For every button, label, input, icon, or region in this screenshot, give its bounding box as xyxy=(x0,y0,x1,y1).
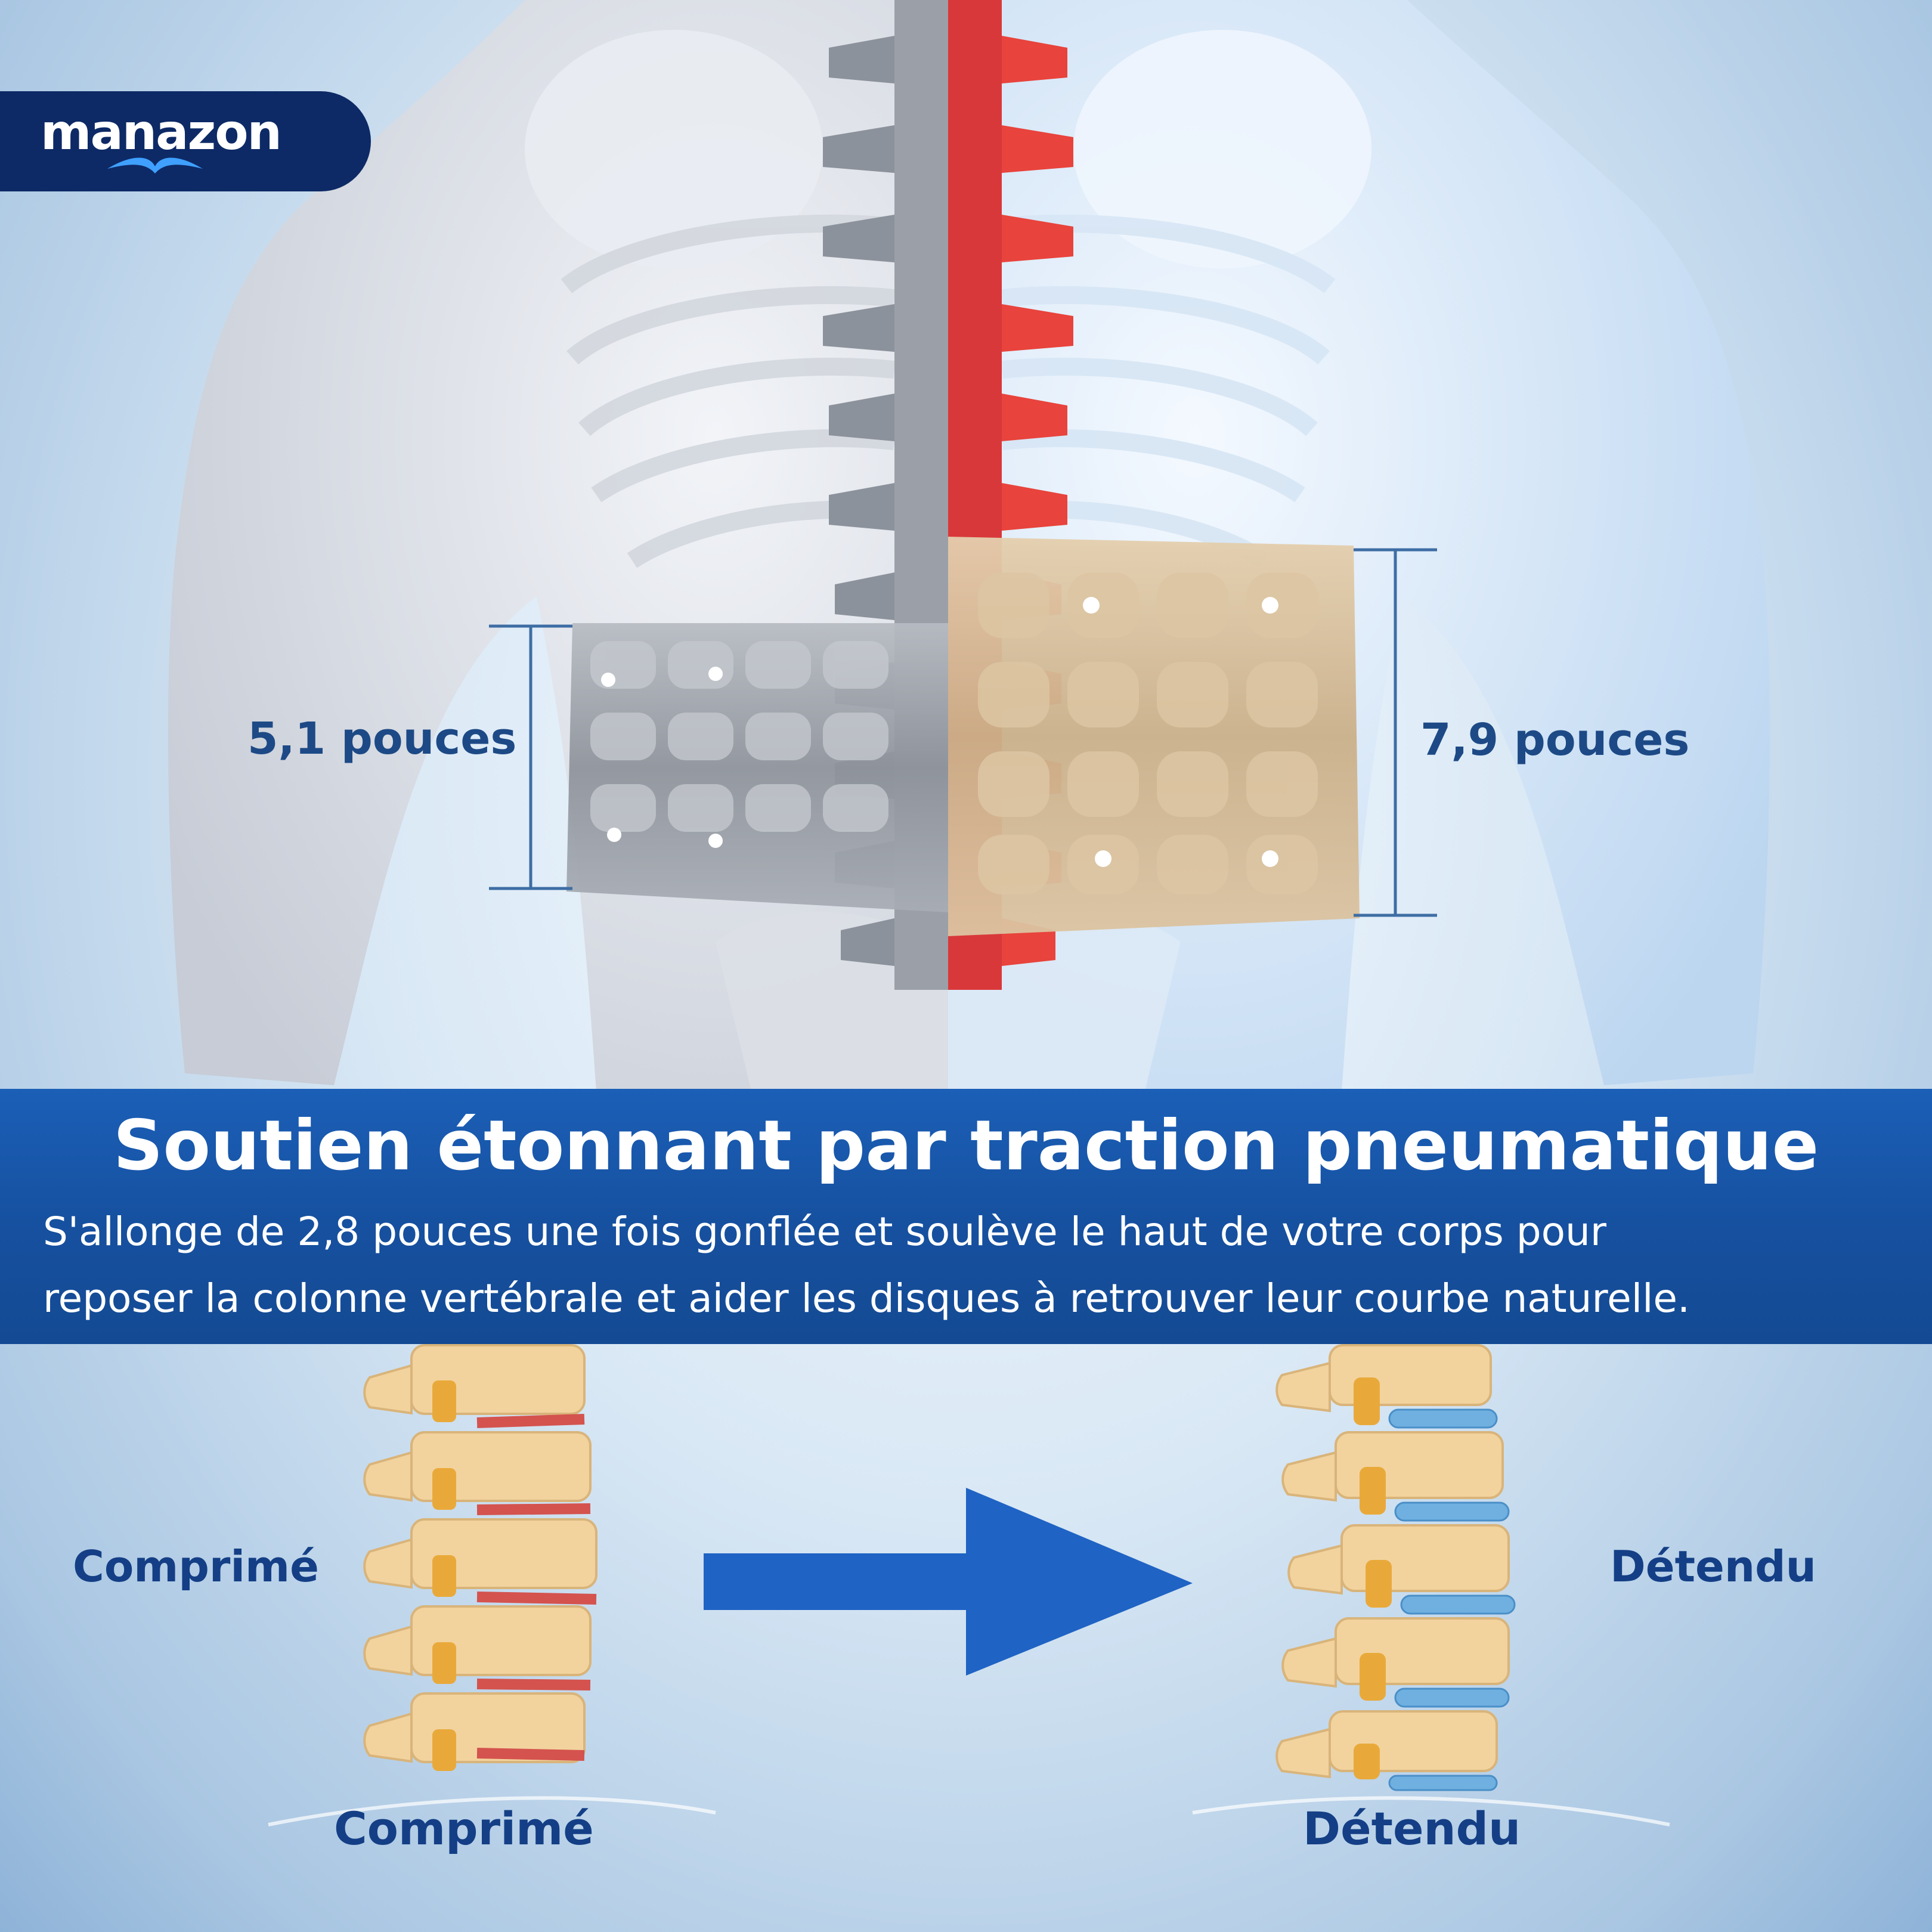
logo-swoosh-icon xyxy=(107,157,203,174)
relaxed-spine-diagram xyxy=(1275,1344,1516,1791)
brand-logo-text: manazon xyxy=(41,104,282,161)
relaxed-caption: Détendu xyxy=(1303,1802,1521,1855)
relaxed-side-label: Détendu xyxy=(1610,1541,1816,1592)
banner-description-line-2: reposer la colonne vertébrale et aider l… xyxy=(43,1275,1690,1321)
logo-badge xyxy=(0,91,371,191)
compressed-side-label: Comprimé xyxy=(73,1541,319,1592)
headline-banner xyxy=(0,1089,1932,1344)
belt-left-height-label: 5,1 pouces xyxy=(247,713,517,764)
belt-right-height-label: 7,9 pouces xyxy=(1420,714,1690,766)
banner-description: S'allonge de 2,8 pouces une fois gonflée… xyxy=(43,1199,1903,1332)
belt-inflated xyxy=(948,537,1360,936)
bracket-right xyxy=(1354,548,1437,917)
banner-title: Soutien étonnant par traction pneumatiqu… xyxy=(113,1106,1819,1186)
belt-deflated xyxy=(566,623,948,912)
compressed-caption: Comprimé xyxy=(334,1802,594,1855)
bracket-left xyxy=(489,624,572,890)
banner-description-line-1: S'allonge de 2,8 pouces une fois gonflée… xyxy=(43,1209,1606,1255)
transition-arrow xyxy=(704,1488,1193,1676)
compressed-spine-diagram xyxy=(363,1344,597,1771)
